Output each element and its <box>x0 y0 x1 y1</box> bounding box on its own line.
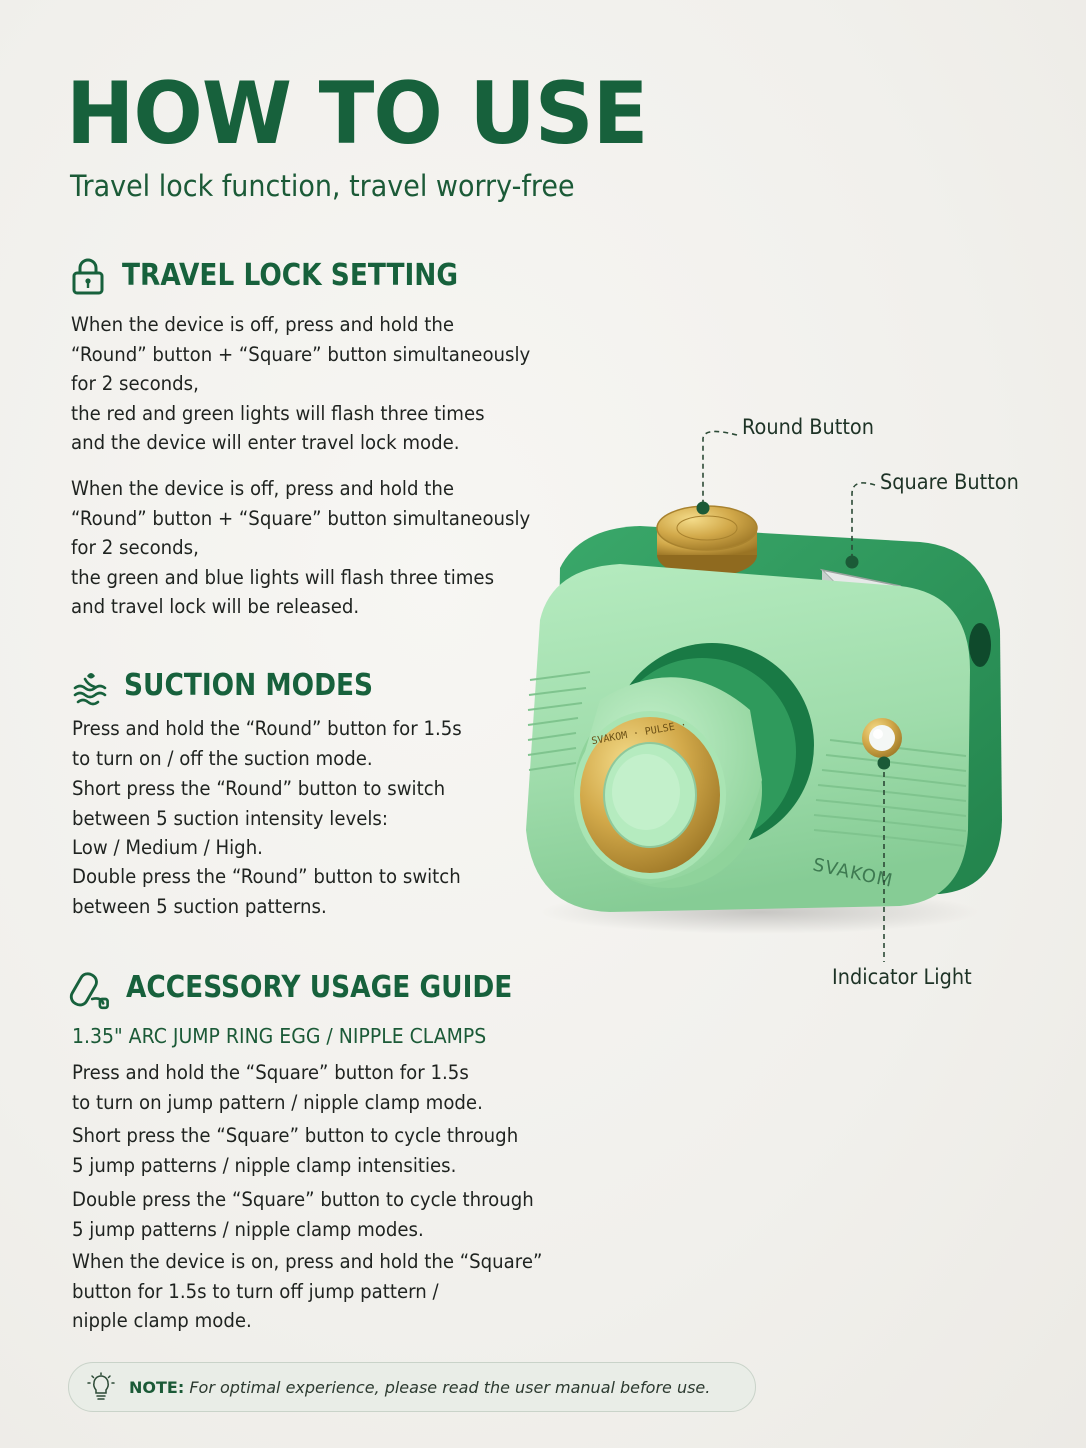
lightbulb-icon <box>87 1372 115 1400</box>
round-leader-line <box>702 430 738 508</box>
travel-lock-paragraph-2: When the device is off, press and hold t… <box>71 477 531 618</box>
suction-header: SUCTION MODES <box>70 666 407 706</box>
accessory-heading: ACCESSORY USAGE GUIDE <box>126 970 513 1005</box>
indicator-light <box>862 718 902 758</box>
accessory-paragraph-3: Double press the “Square” button to cycl… <box>72 1188 534 1241</box>
accessory-header: ACCESSORY USAGE GUIDE <box>68 966 565 1010</box>
grille-lines-right <box>813 739 967 847</box>
indicator-leader-dot <box>877 756 890 770</box>
grille-lines-left <box>527 671 591 771</box>
page-title: HOW TO USE <box>66 64 648 164</box>
square-leader-line <box>851 482 876 562</box>
travel-lock-header: TRAVEL LOCK SETTING <box>68 256 504 296</box>
lens-gold-ring <box>580 717 720 873</box>
accessory-paragraph-2: Short press the “Square” button to cycle… <box>72 1124 519 1177</box>
travel-lock-paragraph-1: When the device is off, press and hold t… <box>71 313 531 454</box>
round-leader-dot <box>696 501 710 515</box>
device-illustration: SVAKOM · PULSE · SVAKOM <box>526 505 1002 934</box>
callout-leaders <box>696 430 890 962</box>
suction-paragraph-2: Short press the “Round” button to switch… <box>72 777 446 859</box>
note-text: NOTE: For optimal experience, please rea… <box>129 1378 710 1397</box>
round-button <box>656 505 758 577</box>
travel-lock-heading: TRAVEL LOCK SETTING <box>122 258 459 293</box>
page-subtitle: Travel lock function, travel worry-free <box>70 169 575 203</box>
note-label: NOTE: <box>129 1377 185 1397</box>
callout-indicator-light: Indicator Light <box>832 965 972 989</box>
suction-waves-icon <box>73 673 107 706</box>
note-bar: NOTE: For optimal experience, please rea… <box>68 1362 756 1412</box>
accessory-paragraph-4: When the device is on, press and hold th… <box>72 1250 543 1332</box>
callout-round-button: Round Button <box>742 415 874 439</box>
suction-paragraph-1: Press and hold the “Round” button for 1.… <box>72 717 462 770</box>
strap-hole <box>969 623 991 667</box>
suction-heading: SUCTION MODES <box>124 668 374 703</box>
padlock-icon <box>72 258 104 295</box>
callout-square-button: Square Button <box>880 470 1019 494</box>
suction-paragraph-3: Double press the “Round” button to switc… <box>72 865 461 918</box>
square-leader-dot <box>845 555 859 569</box>
accessory-paragraph-1: Press and hold the “Square” button for 1… <box>72 1061 483 1114</box>
accessory-subheading: 1.35" ARC JUMP RING EGG / NIPPLE CLAMPS <box>72 1024 487 1048</box>
note-message: For optimal experience, please read the … <box>189 1377 711 1397</box>
accessory-egg-icon <box>69 972 109 1010</box>
